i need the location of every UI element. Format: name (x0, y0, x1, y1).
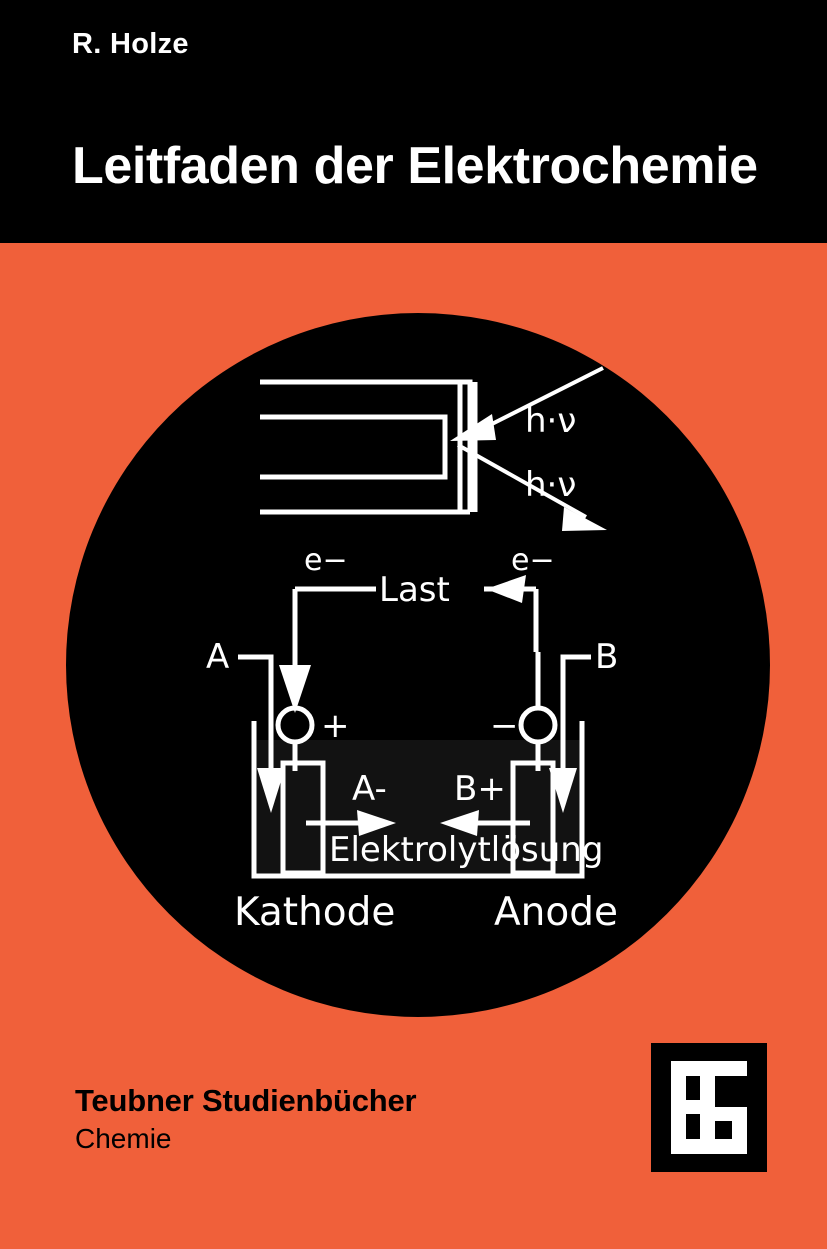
incoming-photon-ray (477, 366, 604, 433)
series-title: Teubner Studienbücher (75, 1083, 417, 1118)
anode-label: Anode (494, 890, 618, 935)
cation-migration-arrowhead (440, 810, 479, 836)
reactant-b-label: B (595, 637, 618, 677)
cathode-label: Kathode (234, 890, 395, 935)
left-branch-arrowhead (279, 665, 311, 713)
positive-terminal-label: + (321, 706, 350, 746)
reactant-a-feed-line (238, 654, 274, 768)
reactant-a-label: A (206, 637, 229, 677)
hv-outgoing-label: h·ν (525, 465, 576, 505)
reactant-b-arrowhead (549, 768, 577, 813)
outer-chamber-upper (260, 379, 473, 512)
load-label-backdrop (376, 572, 484, 606)
positive-terminal-circle (275, 705, 315, 745)
series-subject: Chemie (75, 1122, 172, 1154)
outgoing-photon-ray (457, 443, 587, 519)
series-block: Teubner Studienbücher Chemie (75, 1083, 417, 1155)
electron-flow-arrowhead (486, 575, 526, 603)
reactant-a-arrowhead (257, 768, 285, 813)
reactant-b-feed-line (560, 654, 591, 768)
inner-chamber-outline (260, 414, 448, 480)
hv-incoming-label: h·ν (525, 401, 576, 441)
top-diagram-group: h·ν h·ν (260, 366, 607, 531)
load-label: Last (379, 570, 450, 610)
anode-electrode (510, 760, 556, 876)
book-title: Leitfaden der Elektrochemie (72, 137, 758, 195)
negative-terminal-label: − (490, 706, 519, 746)
cation-label: B+ (454, 769, 506, 809)
cathode-electrode (280, 760, 326, 876)
header-band (0, 0, 827, 243)
cover-artwork-svg: .ln { stroke:#ffffff; stroke-width:5; fi… (206, 366, 618, 935)
cell-diagram-group: Last e− e− + − A (206, 543, 618, 935)
negative-terminal-circle (518, 705, 558, 745)
cover-artwork-circle: .ln { stroke:#ffffff; stroke-width:5; fi… (66, 313, 770, 1017)
cell-vessel-outline (251, 721, 585, 879)
electron-label-right: e− (511, 543, 555, 578)
teubner-bg-monogram-icon (671, 1061, 747, 1154)
author-name: R. Holze (72, 28, 189, 60)
electron-label-left: e− (304, 543, 348, 578)
electrolyte-label: Elektrolytlösung (329, 830, 603, 870)
anion-migration-arrowhead (357, 810, 396, 836)
anion-label: A- (352, 769, 387, 809)
outgoing-photon-arrowhead (562, 507, 607, 531)
incoming-photon-arrowhead (450, 414, 496, 441)
publisher-logo (651, 1043, 767, 1172)
